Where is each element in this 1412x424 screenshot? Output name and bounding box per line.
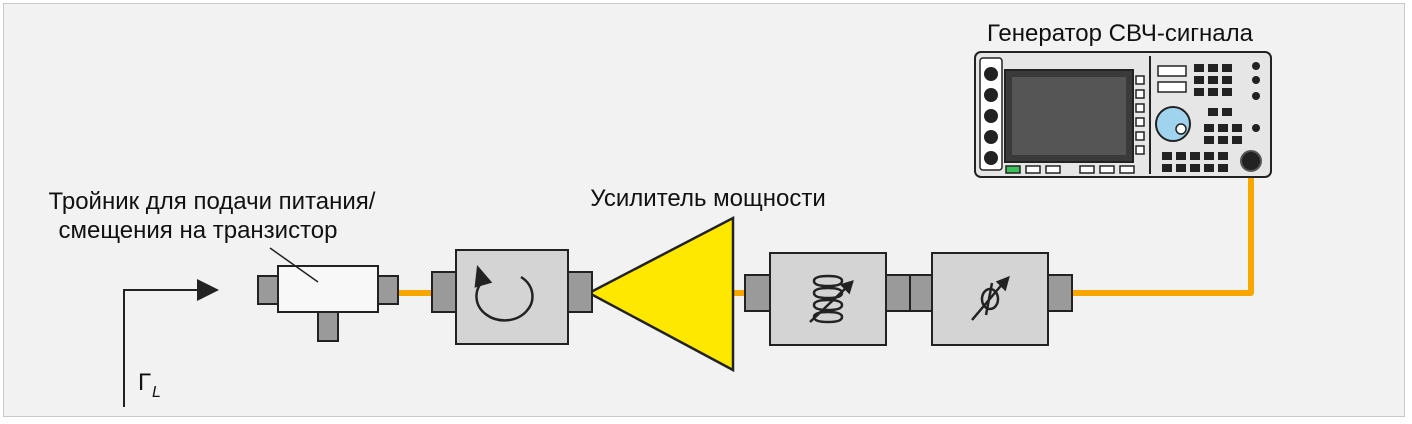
reflection-marker	[123, 279, 219, 407]
bias-tee	[257, 247, 399, 342]
generator-control-keys	[1157, 65, 1187, 93]
gamma-subscript: L	[152, 384, 161, 401]
circulator	[431, 249, 593, 345]
generator-label: Генератор СВЧ-сигнала	[987, 20, 1254, 47]
generator-knob	[1155, 106, 1191, 142]
right-arrow-icon	[197, 279, 219, 301]
variable-phase-icon	[971, 275, 1010, 321]
circular-arrow-icon	[474, 265, 534, 322]
cable-generator-to-phase-shifter	[1072, 170, 1254, 296]
bias-tee-label-line2: смещения на транзистор	[58, 217, 337, 244]
phase-shifter	[907, 252, 1073, 346]
generator-side-buttons	[984, 67, 998, 165]
generator-keypad-top	[1194, 64, 1232, 116]
variable-coil-icon	[809, 274, 854, 324]
bias-tee-label-line1: Тройник для подачи питания/	[49, 188, 376, 215]
generator-right-dots	[1252, 62, 1260, 132]
generator-bottom-keys	[1005, 165, 1135, 174]
bias-tee-leader-line	[269, 247, 319, 283]
power-amplifier	[586, 215, 735, 373]
generator-keypad-bottom	[1162, 124, 1242, 172]
attenuator	[744, 252, 911, 346]
gamma-symbol: Γ	[138, 369, 151, 396]
signal-generator	[974, 51, 1272, 178]
generator-rf-output	[1240, 150, 1262, 172]
generator-softkeys	[1135, 75, 1145, 155]
amplifier-label: Усилитель мощности	[590, 185, 826, 212]
